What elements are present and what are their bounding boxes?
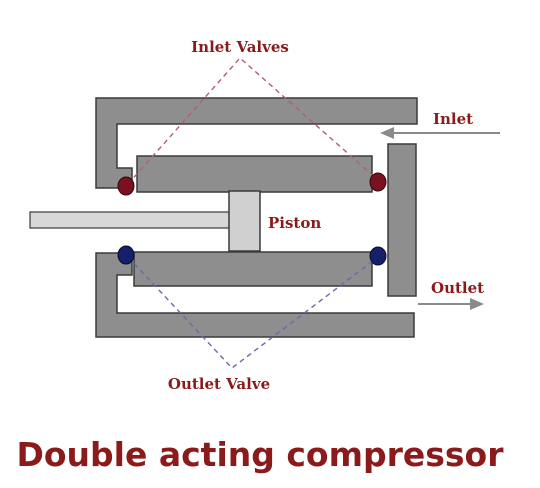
upper-chamber-plate [136, 155, 373, 193]
piston-label: Piston [268, 214, 321, 232]
outlet-valve-left [117, 245, 135, 265]
outlet-label: Outlet [431, 279, 484, 297]
piston-rod [29, 211, 231, 229]
outlet-valve-label: Outlet Valve [168, 375, 270, 393]
right-end-plate [387, 143, 417, 297]
inlet-valve-left [117, 176, 135, 196]
lower-chamber-plate [133, 251, 373, 287]
inlet-label: Inlet [433, 110, 473, 128]
inlet-valves-label: Inlet Valves [191, 38, 289, 56]
outlet-arrow [418, 298, 484, 310]
inlet-arrow [380, 127, 500, 139]
diagram-title: Double acting compressor [16, 435, 504, 474]
inlet-valve-right [369, 172, 387, 192]
outlet-valve-right [369, 246, 387, 266]
inlet-valve-pointer [127, 57, 379, 185]
outlet-valve-pointer [127, 256, 379, 369]
top-cylinder-wall [95, 97, 418, 189]
piston-head [228, 190, 261, 252]
